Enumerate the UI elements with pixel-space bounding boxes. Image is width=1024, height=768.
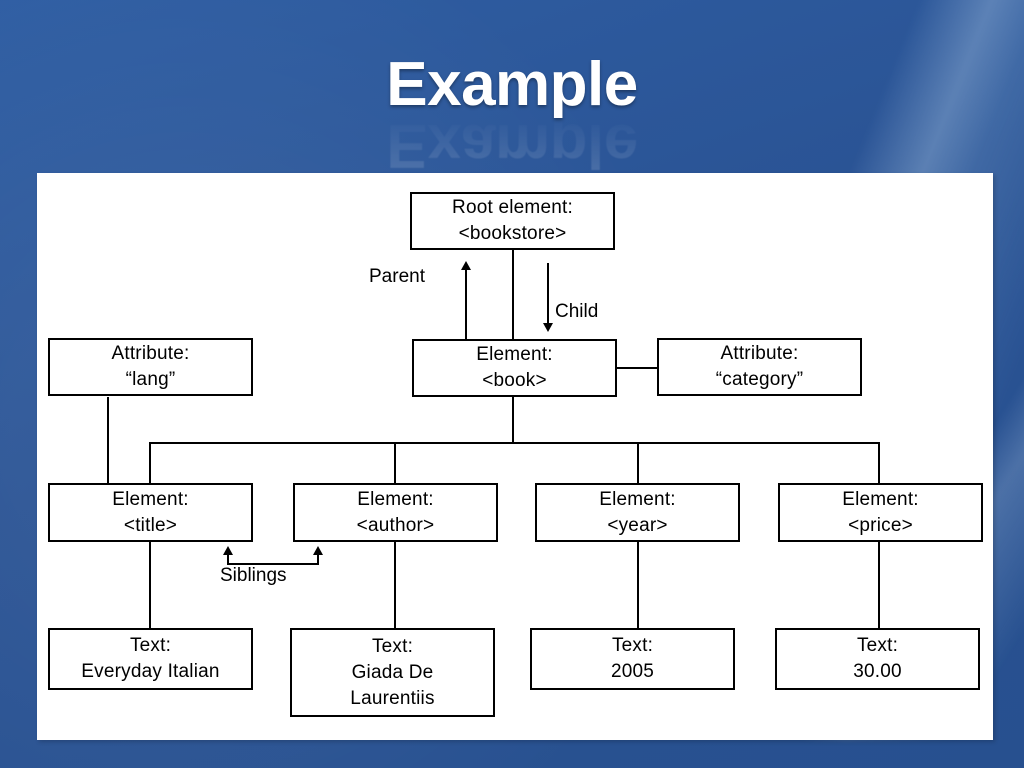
connector-author-to-text — [394, 542, 396, 628]
node-text-2005-line2: 2005 — [610, 661, 655, 682]
annotation-siblings: Siblings — [220, 565, 287, 586]
connector-bus-to-year — [637, 442, 639, 484]
node-text-giada-de-laurentiis-line2: Giada De — [351, 661, 434, 683]
node-attribute-lang[interactable]: Attribute: “lang” — [48, 338, 253, 396]
node-element-book-line2: <book> — [482, 370, 547, 391]
node-text-30-00[interactable]: Text: 30.00 — [775, 628, 980, 690]
xml-dom-tree-diagram: Parent Child Siblings Root element: <boo… — [37, 173, 993, 740]
node-root-bookstore-line2: <bookstore> — [458, 223, 567, 244]
node-attribute-category-line1: Attribute: — [720, 343, 799, 364]
siblings-right-arrow-head-icon — [313, 546, 323, 555]
node-element-year[interactable]: Element: <year> — [535, 483, 740, 542]
node-element-year-line2: <year> — [607, 514, 668, 536]
connector-book-to-bus — [512, 397, 514, 443]
connector-bus-to-price — [878, 442, 880, 484]
connector-root-to-book — [512, 250, 514, 340]
siblings-bracket-left-stem — [227, 554, 229, 564]
connector-lang-to-title — [107, 397, 109, 483]
node-element-title[interactable]: Element: <title> — [48, 483, 253, 542]
node-attribute-lang-line1: Attribute: — [111, 343, 190, 364]
connector-title-to-text — [149, 542, 151, 628]
node-element-book[interactable]: Element: <book> — [412, 339, 617, 397]
siblings-bracket-bar — [227, 563, 319, 565]
node-text-giada-de-laurentiis[interactable]: Text: Giada De Laurentiis — [290, 628, 495, 717]
connector-price-to-text — [878, 542, 880, 628]
connector-bus-to-author — [394, 442, 396, 484]
node-attribute-category[interactable]: Attribute: “category” — [657, 338, 862, 396]
connector-bus-to-title — [149, 442, 151, 484]
node-text-everyday-italian-line1: Text: — [129, 635, 172, 656]
node-element-price[interactable]: Element: <price> — [778, 483, 983, 542]
node-text-giada-de-laurentiis-line1: Text: — [371, 635, 414, 657]
node-element-price-line2: <price> — [848, 514, 913, 536]
node-text-giada-de-laurentiis-line3: Laurentiis — [350, 687, 435, 709]
node-element-title-line1: Element: — [112, 488, 189, 510]
node-root-bookstore-line1: Root element: — [452, 197, 573, 218]
diagram-panel: Parent Child Siblings Root element: <boo… — [37, 173, 993, 740]
node-element-author-line1: Element: — [357, 488, 434, 510]
node-element-author-line2: <author> — [356, 514, 435, 536]
connector-parent-arrow-shaft — [465, 268, 467, 340]
node-root-bookstore[interactable]: Root element: <bookstore> — [410, 192, 615, 250]
node-element-book-line1: Element: — [476, 344, 553, 365]
annotation-parent: Parent — [369, 266, 425, 287]
siblings-bracket-right-stem — [317, 554, 319, 564]
connector-year-to-text — [637, 542, 639, 628]
siblings-left-arrow-head-icon — [223, 546, 233, 555]
connector-children-bus — [149, 442, 879, 444]
connector-child-arrow-shaft — [547, 263, 549, 325]
node-text-30-00-line1: Text: — [856, 635, 899, 656]
node-element-year-line1: Element: — [599, 488, 676, 510]
node-attribute-category-line2: “category” — [715, 369, 804, 390]
child-arrow-head-icon — [543, 323, 553, 332]
node-text-everyday-italian-line2: Everyday Italian — [81, 661, 220, 682]
node-text-2005[interactable]: Text: 2005 — [530, 628, 735, 690]
node-text-2005-line1: Text: — [611, 635, 654, 656]
connector-book-to-category — [615, 367, 657, 369]
node-attribute-lang-line2: “lang” — [125, 369, 176, 390]
parent-arrow-head-icon — [461, 261, 471, 270]
node-text-30-00-line2: 30.00 — [853, 661, 902, 682]
annotation-child: Child — [555, 301, 599, 322]
node-element-price-line1: Element: — [842, 488, 919, 510]
node-text-everyday-italian[interactable]: Text: Everyday Italian — [48, 628, 253, 690]
node-element-author[interactable]: Element: <author> — [293, 483, 498, 542]
node-element-title-line2: <title> — [123, 514, 178, 536]
